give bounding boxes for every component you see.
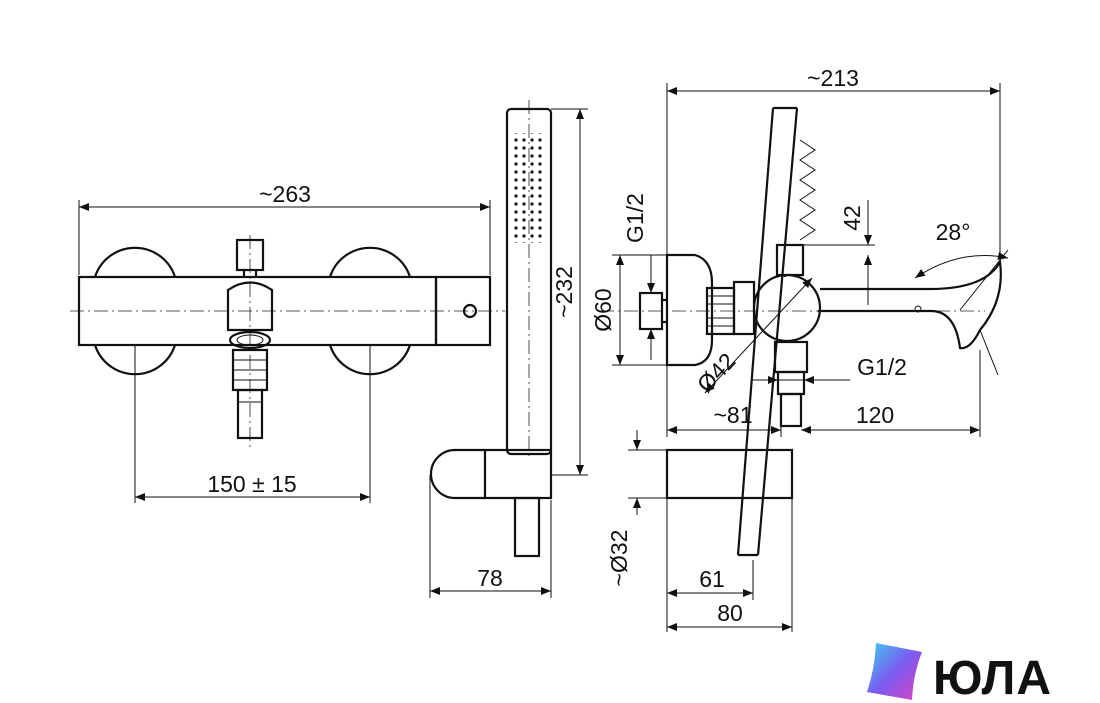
dim-diameter-42: Ø42 [692, 348, 741, 398]
outlet-stub [779, 392, 803, 428]
outlet-thread [776, 370, 806, 396]
dim-depth-81: ~81 [713, 402, 752, 428]
yula-logo: ЮЛА [867, 643, 1052, 703]
hose-stub [236, 388, 264, 440]
dim-depth-61: 61 [699, 566, 725, 592]
right-rosette-top [328, 246, 412, 278]
dim-height-232: ~232 [551, 266, 577, 318]
dim-width-213: ~213 [807, 65, 859, 91]
hose-left-edge [736, 107, 775, 556]
dim-height-42: 42 [839, 205, 865, 231]
neck [732, 280, 756, 336]
hose-holder-side [665, 448, 794, 500]
hand-shower-view: ~232 78 [429, 100, 588, 598]
left-rosette-top [93, 246, 177, 278]
dim-width-263: ~263 [259, 181, 311, 207]
spout [818, 258, 1002, 350]
spray-nozzles [512, 133, 546, 243]
logo-mark-icon [867, 643, 922, 700]
dim-width-78: 78 [477, 565, 503, 591]
diverter-knob-side [775, 243, 805, 277]
dim-angle-28: 28° [936, 219, 971, 245]
dim-thread-side: G1/2 [857, 354, 907, 380]
holder-hose-stub [513, 496, 541, 558]
dim-depth-80: 80 [717, 600, 743, 626]
dim-spout-120: 120 [856, 402, 894, 428]
logo-text: ЮЛА [933, 652, 1052, 703]
dim-diameter-32: ~Ø32 [606, 530, 632, 587]
outlet-housing [226, 281, 274, 332]
holder-block [483, 448, 553, 500]
diverter-knob [235, 238, 265, 272]
body-circle [752, 273, 822, 343]
knob-marker [462, 303, 478, 319]
outlet-ring [228, 330, 272, 350]
dim-thread-top: G1/2 [622, 193, 648, 243]
holder-wall-mount [429, 448, 485, 500]
front-view: ~263 150 ± 15 [70, 181, 505, 503]
hand-shower-body [505, 107, 553, 456]
outlet-nut [773, 340, 809, 374]
dim-diameter-60: Ø60 [590, 288, 616, 331]
hose-spring [799, 139, 816, 241]
thermostat-knob [434, 275, 492, 347]
wall-rosette [665, 253, 714, 367]
dim-spacing-150: 150 ± 15 [207, 471, 296, 497]
side-view: ~213 G1/2 Ø60 42 28° Ø42 G1/2 ~81 [590, 65, 1009, 632]
